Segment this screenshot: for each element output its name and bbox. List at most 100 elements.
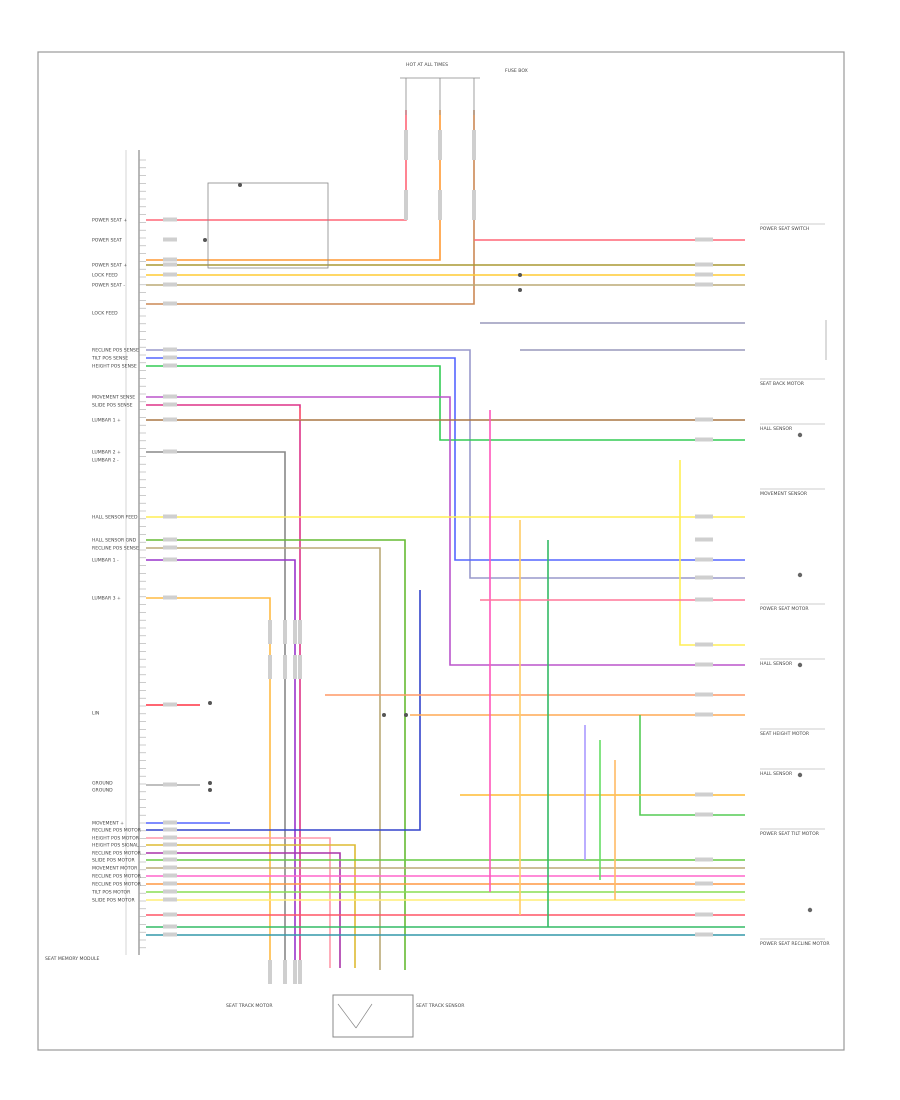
wire-color-tag (298, 960, 302, 984)
wire (146, 852, 341, 968)
wire-color-tag (163, 262, 177, 267)
wire-color-tag (695, 881, 713, 886)
wire-color-tag (404, 190, 408, 220)
connector-pin-label: HEIGHT POS SENSE (92, 364, 137, 370)
wire-color-tag (163, 347, 177, 352)
bottom-label-motor: SEAT TRACK MOTOR (226, 1003, 273, 1009)
connector-pin-label: RECLINE POS MOTOR (92, 882, 142, 888)
wire-color-tag (695, 857, 713, 862)
wire-color-tag (163, 282, 177, 287)
wire-color-tag (163, 394, 177, 399)
wire (146, 837, 331, 968)
connector-pins (139, 159, 146, 949)
wire-color-tag (268, 655, 272, 679)
splice-dot (208, 701, 212, 705)
connector-pin-label: LOCK FEED (92, 311, 118, 317)
component-label: HALL SENSOR (760, 771, 793, 777)
splice-dot (382, 713, 386, 717)
wire-color-tag (695, 662, 713, 667)
splice-dot (518, 273, 522, 277)
wire-color-tag (163, 782, 177, 787)
wire-color-tag (438, 190, 442, 220)
wire (146, 365, 745, 441)
connector-pin-label: LUMBAR 1 + (92, 418, 121, 424)
wire-color-tag (695, 597, 713, 602)
component-label: POWER SEAT RECLINE MOTOR (760, 941, 830, 947)
wire (146, 597, 271, 970)
wire-color-tag (163, 912, 177, 917)
wire-color-tag (438, 130, 442, 160)
wire (146, 404, 301, 970)
wire (146, 559, 296, 970)
wire (146, 349, 745, 579)
wire-color-tag (163, 873, 177, 878)
wire-color-tag (163, 355, 177, 360)
wire-color-tag (163, 865, 177, 870)
wire-color-tag (163, 272, 177, 277)
wire-color-tag (293, 960, 297, 984)
wires (146, 110, 745, 984)
wire-color-tag (695, 932, 713, 937)
connector-pin-label: HEIGHT POS SIGNAL (92, 843, 139, 849)
component-label: POWER SEAT MOTOR (760, 606, 809, 612)
sensor-terminal (797, 432, 803, 438)
component-label: POWER SEAT TILT MOTOR (760, 831, 820, 837)
connector-pin-label: SLIDE POS MOTOR (92, 858, 135, 864)
seat-track-sensor-box (332, 994, 414, 1038)
wire-color-tag (163, 924, 177, 929)
wire-color-tag (404, 130, 408, 160)
wire-color-tag (163, 881, 177, 886)
component-label: SEAT BACK MOTOR (760, 381, 805, 387)
wire-color-tag (163, 257, 177, 262)
connector-pin-label: POWER SEAT (92, 238, 122, 244)
connector-pin-label: LIN (92, 711, 99, 717)
wire (146, 590, 421, 831)
connector-pin-label: RECLINE POS MOTOR (92, 851, 142, 857)
wire-color-tag (695, 514, 713, 519)
wire-color-tag (283, 620, 287, 644)
wire-color-tag (163, 702, 177, 707)
splice-dot (518, 288, 522, 292)
sensor-symbol-2 (355, 1003, 373, 1029)
wire-color-tag (268, 960, 272, 984)
wire (146, 396, 745, 666)
sensor-terminal (797, 572, 803, 578)
splice-dot (203, 238, 207, 242)
connector-pin-label: RECLINE POS SENSE (92, 348, 139, 354)
wire-color-tag (163, 595, 177, 600)
wire-color-tag (293, 620, 297, 644)
component-label: SEAT HEIGHT MOTOR (760, 731, 810, 737)
connector-pin-label: GROUND (92, 781, 113, 787)
connector-pin-label: HALL SENSOR GND (92, 538, 137, 544)
connector-pin-label: TILT POS SENSE (91, 356, 128, 362)
wire-color-tag (163, 850, 177, 855)
wire-color-tag (695, 537, 713, 542)
connector-pin-label: POWER SEAT + (92, 263, 127, 269)
wire-color-tag (695, 912, 713, 917)
wire-color-tag (163, 363, 177, 368)
wire-color-tag (695, 575, 713, 580)
wire-color-tag (163, 932, 177, 937)
connector-pin-label: MOVEMENT MOTOR (92, 866, 138, 872)
component-label: MOVEMENT SENSOR (760, 491, 808, 497)
wire-color-tag (695, 692, 713, 697)
connector-pin-label: LUMBAR 2 - (92, 458, 119, 464)
fuse-box-label: FUSE BOX (505, 68, 528, 74)
connector-pin-label: SLIDE POS SENSE (92, 403, 133, 409)
wire-color-tag (163, 301, 177, 306)
wire-color-tag (472, 130, 476, 160)
connector-pin-label: POWER SEAT + (92, 218, 127, 224)
wire-color-tag (163, 897, 177, 902)
wire-color-tag (695, 417, 713, 422)
splice-dot (208, 781, 212, 785)
connector-pin-label: TILT POS MOTOR (91, 890, 131, 896)
sensor-terminal (797, 772, 803, 778)
wire (146, 539, 406, 970)
fuse-symbols (400, 77, 480, 115)
wire (679, 460, 745, 646)
connector-pin-label: POWER SEAT - (92, 283, 125, 289)
wire-color-tag (695, 792, 713, 797)
component-label: HALL SENSOR (760, 426, 793, 432)
connector-pin-label: LUMBAR 3 + (92, 596, 121, 602)
